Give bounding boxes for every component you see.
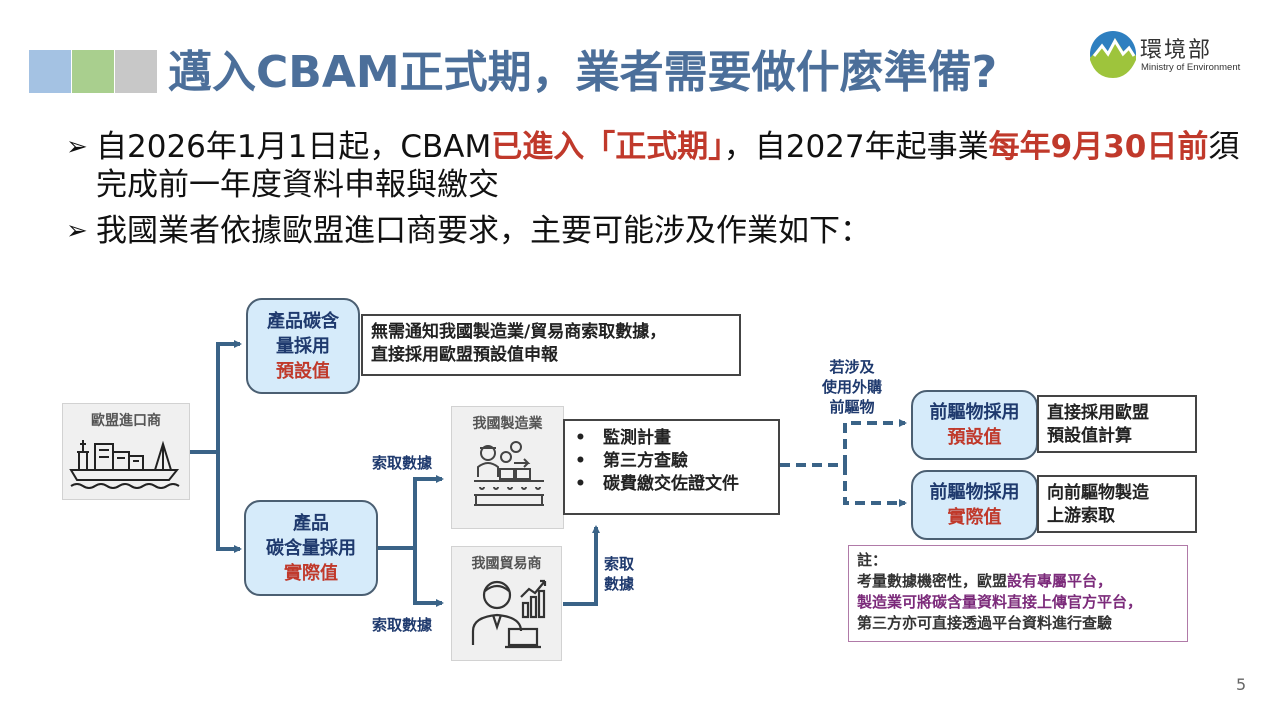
default-value-description: 無需通知我國製造業/貿易商索取數據， 直接採用歐盟預設值申報 [361, 314, 741, 376]
task-item: •碳費繳交佐證文件 [575, 474, 739, 494]
task-item: •第三方查驗 [575, 451, 688, 471]
logo-name-en: Ministry of Environment [1141, 62, 1241, 73]
connector-to-trader [413, 548, 444, 607]
desc-line: 上游索取 [1047, 506, 1115, 526]
note-text: 考量數據機密性，歐盟 [857, 572, 1008, 590]
factory-worker-conveyor-icon [473, 441, 544, 506]
logo-name-cn: 環境部 [1140, 38, 1213, 63]
cargo-ship-icon [69, 440, 180, 489]
bullet-highlight: 已進入「正式期」 [491, 129, 724, 165]
box-line: 前驅物採用 [929, 482, 1020, 503]
task-text: 碳費繳交佐證文件 [603, 474, 739, 494]
box-highlight: 預設值 [947, 427, 1002, 448]
title-square-gray [115, 50, 157, 93]
request-data-label: 索取數據 [372, 454, 433, 472]
box-line: 產品碳含 [267, 310, 339, 332]
ministry-logo: 環境部 Ministry of Environment [1088, 26, 1278, 86]
bullet-list: ➢ 自2026年1月1日起，CBAM已進入「正式期」，自2027年起事業每年9月… [66, 128, 1246, 250]
default-value-box: 產品碳含 量採用 預設值 [246, 298, 360, 394]
manufacturer-card: 我國製造業 [451, 406, 564, 529]
task-text: 第三方查驗 [603, 451, 688, 471]
desc-line: 無需通知我國製造業/貿易商索取數據， [371, 322, 667, 342]
manufacturer-tasks: •監測計畫 •第三方查驗 •碳費繳交佐證文件 [563, 419, 780, 515]
task-item: •監測計畫 [575, 428, 671, 448]
bullet-highlight: 每年9月30日前 [988, 129, 1209, 165]
precursor-actual-box: 前驅物採用 實際值 [911, 470, 1038, 540]
request-data-label: 索取數據 [372, 616, 433, 634]
businessman-chart-icon [471, 579, 546, 649]
connector-to-default [216, 340, 242, 452]
bullet-text: 自2026年1月1日起，CBAM [96, 129, 492, 165]
dashed-connector-to-precursor-actual [843, 465, 907, 507]
box-highlight: 預設值 [276, 360, 330, 382]
precursor-default-box: 前驅物採用 預設值 [911, 390, 1038, 460]
note-line: 考量數據機密性，歐盟設有專屬平台， [857, 571, 1179, 592]
connector-trader-to-manufacturer [563, 525, 600, 606]
desc-line: 預設值計算 [1047, 426, 1132, 446]
bullet-text: 須完成前一年度資料申報與繳交 [96, 129, 1240, 203]
dashed-connector-to-precursor-default [843, 419, 907, 465]
box-line: 產品 [293, 512, 329, 534]
arrow-bullet-icon: ➢ [66, 216, 88, 246]
page-number: 5 [1236, 675, 1247, 694]
title-square-green [72, 50, 114, 93]
label-line: 數據 [604, 575, 635, 593]
desc-line: 直接採用歐盟 [1047, 403, 1149, 423]
request-data-label: 索取 數據 [604, 554, 634, 594]
manufacturer-label: 我國製造業 [472, 416, 543, 432]
trader-label: 我國貿易商 [471, 556, 542, 572]
arrow-bullet-icon: ➢ [66, 132, 88, 162]
box-line: 量採用 [276, 335, 330, 357]
note-highlight: 設有專屬平台， [1007, 572, 1113, 590]
box-line: 前驅物採用 [929, 402, 1020, 423]
slide-title: 邁入CBAM正式期，業者需要做什麼準備? [168, 47, 998, 98]
title-square-blue [29, 50, 71, 93]
label-line: 若涉及 [829, 358, 875, 376]
box-highlight: 實際值 [284, 562, 338, 584]
bullet-text: 我國業者依據歐盟進口商要求，主要可能涉及作業如下： [96, 213, 871, 249]
note-line: 第三方亦可直接透過平台資料進行查驗 [857, 614, 1113, 632]
precursor-condition-label: 若涉及 使用外購 前驅物 [822, 357, 882, 417]
box-line: 碳含量採用 [266, 537, 356, 559]
connector-to-actual [216, 452, 242, 553]
box-highlight: 實際值 [947, 507, 1002, 528]
label-line: 前驅物 [829, 398, 875, 416]
note-highlight: 製造業可將碳含量資料直接上傳官方平台， [857, 593, 1143, 611]
note-heading: 註： [857, 551, 888, 569]
desc-line: 直接採用歐盟預設值申報 [371, 345, 558, 365]
desc-line: 向前驅物製造 [1047, 483, 1149, 503]
bullet-item: ➢ 我國業者依據歐盟進口商要求，主要可能涉及作業如下： [66, 212, 1246, 250]
note-box: 註： 考量數據機密性，歐盟設有專屬平台， 製造業可將碳含量資料直接上傳官方平台，… [848, 545, 1188, 642]
actual-value-box: 產品 碳含量採用 實際值 [244, 500, 378, 596]
trader-card: 我國貿易商 [451, 546, 562, 661]
precursor-actual-description: 向前驅物製造 上游索取 [1037, 475, 1197, 533]
eu-importer-card: 歐盟進口商 [62, 403, 190, 500]
label-line: 索取 [604, 555, 635, 573]
bullet-item: ➢ 自2026年1月1日起，CBAM已進入「正式期」，自2027年起事業每年9月… [66, 128, 1246, 204]
label-line: 使用外購 [822, 378, 883, 396]
bullet-text: ，自2027年起事業 [723, 129, 989, 165]
connector-to-manufacturer [413, 475, 444, 548]
eu-importer-label: 歐盟進口商 [91, 413, 161, 429]
precursor-default-description: 直接採用歐盟 預設值計算 [1037, 395, 1197, 453]
task-text: 監測計畫 [603, 428, 671, 448]
mountain-logo-icon [1090, 31, 1136, 78]
